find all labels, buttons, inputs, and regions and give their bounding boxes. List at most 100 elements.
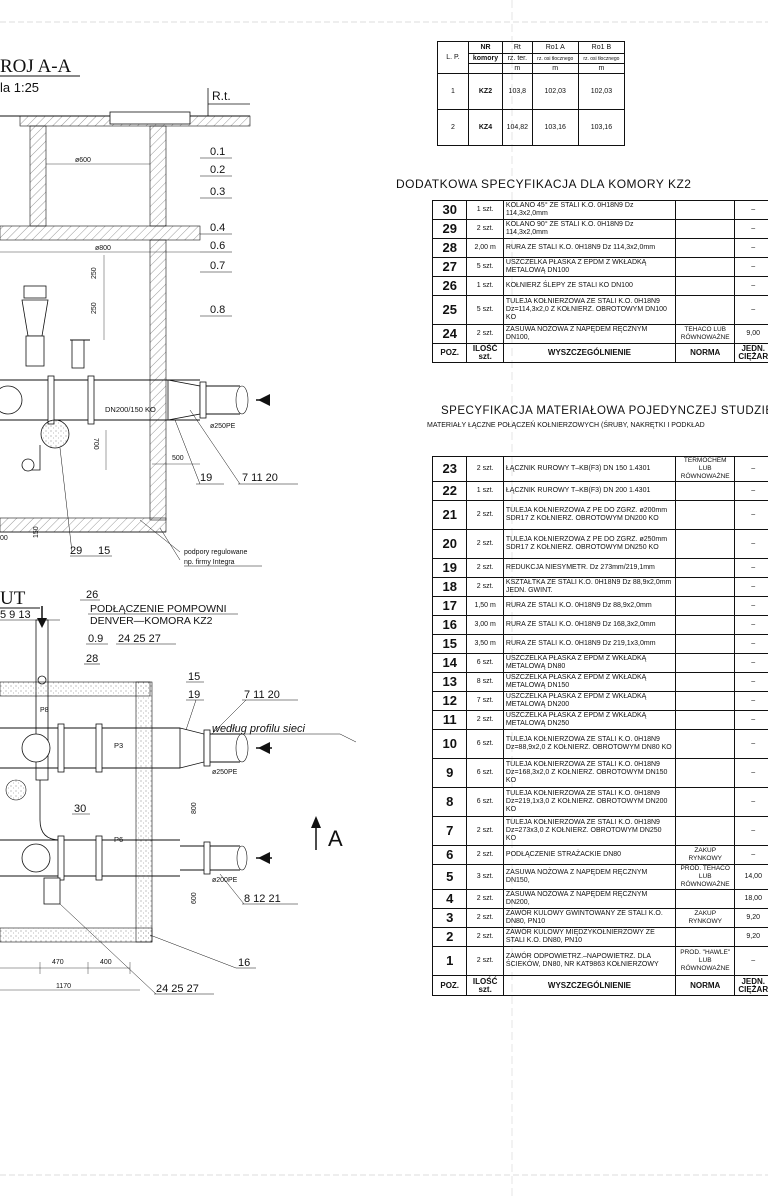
- spec-cell-desc: ZASUWA NOŻOWA Z NAPĘDEM RĘCZNYM DN100,: [502, 324, 677, 344]
- callout-26: 26: [86, 589, 98, 601]
- spec-cell-qty: 2 szt.: [466, 558, 504, 578]
- spec-cell-wt: –: [734, 257, 768, 277]
- spec-cell-desc: TULEJA KOŁNIERZOWA ZE STALI K.O. 0H18N9 …: [502, 787, 677, 817]
- level-0-3: 0.3: [210, 186, 225, 198]
- spec-cell-qty: 8 szt.: [466, 672, 504, 692]
- spec-cell-pos: 9: [431, 758, 468, 788]
- callout-15-plan: 15: [188, 671, 200, 683]
- spec-footer-pos: POZ.: [431, 343, 468, 363]
- rt-cell: 104,82: [502, 109, 533, 146]
- spec-cell-desc: TULEJA KOŁNIERZOWA ZE STALI K.O. 0H18N9 …: [502, 758, 677, 788]
- spec-footer-desc: WYSZCZEGÓLNIENIE: [502, 975, 677, 996]
- pump-connection-label2: DENVER—KOMORA KZ2: [90, 615, 213, 627]
- callout-16: 16: [238, 957, 250, 969]
- callout-29: 29: [70, 545, 82, 557]
- spec-cell-norm: [674, 758, 736, 788]
- spec-cell-qty: 6 szt.: [466, 653, 504, 673]
- roa-header: Ro1 A: [531, 41, 579, 54]
- spec-cell-desc: USZCZELKA PŁASKA Z EPDM Z WKŁADKĄ METALO…: [502, 653, 677, 673]
- spec-cell-wt: –: [734, 787, 768, 817]
- spec-footer-qty: ILOŚĆ szt.: [466, 975, 504, 996]
- level-0-7: 0.7: [210, 260, 225, 272]
- spec-cell-qty: 1 szt.: [466, 200, 504, 220]
- rob-cell: 103,16: [577, 109, 626, 146]
- p3-label: P3: [114, 741, 123, 750]
- spec-cell-desc: REDUKCJA NIESYMETR. Dz 273mm/219,1mm: [502, 558, 677, 578]
- dim-150: 150: [33, 526, 40, 538]
- rob-header: Ro1 B: [577, 41, 626, 54]
- chamber-levels-table: L. P. NR Rt Ro1 A Ro1 B komory rz. ter. …: [437, 41, 626, 146]
- spec-cell-norm: [674, 295, 736, 325]
- spec-cell-desc: USZCZELKA PŁASKA Z EPDM Z WKŁADKĄ METALO…: [502, 710, 677, 730]
- spec-cell-qty: 6 szt.: [466, 729, 504, 759]
- spec-cell-desc: PODŁĄCZENIE STRAŻACKIE DN80: [502, 845, 677, 865]
- dim-1170: 1170: [56, 983, 71, 990]
- dim-250a: 250: [91, 267, 98, 279]
- nr-header: NR: [468, 41, 503, 54]
- spec-cell-pos: 6: [431, 845, 468, 865]
- spec-cell-wt: –: [734, 577, 768, 597]
- spec-cell-qty: 6 szt.: [466, 758, 504, 788]
- level-0-2: 0.2: [210, 164, 225, 176]
- spec-cell-pos: 1: [431, 946, 468, 976]
- callout-8-12-21: 8 12 21: [244, 893, 281, 905]
- spec-cell-pos: 19: [431, 558, 468, 578]
- rt-header2: rz. ter.: [502, 53, 533, 64]
- spec-cell-pos: 5: [431, 864, 468, 890]
- spec-cell-desc: RURA ZE STALI K.O. 0H18N9 Dz 88,9x2,0mm: [502, 596, 677, 616]
- pe250-label-plan: ø250PE: [212, 769, 238, 776]
- spec-cell-pos: 26: [431, 276, 468, 296]
- callout-28: 28: [86, 653, 98, 665]
- spec-cell-qty: 6 szt.: [466, 787, 504, 817]
- spec-footer-norm: NORMA: [674, 975, 736, 996]
- rt-header: Rt: [502, 41, 533, 54]
- spec-cell-norm: PROD. "HAWLE" LUB RÓWNOWAŻNE: [674, 946, 736, 976]
- spec-cell-pos: 17: [431, 596, 468, 616]
- callout-5-9-13: 5 9 13: [0, 609, 31, 621]
- supports-note: podpory regulowane: [184, 549, 248, 556]
- spec-cell-pos: 8: [431, 787, 468, 817]
- level-0-1: 0.1: [210, 146, 225, 158]
- spec-cell-desc: USZCZELKA PŁASKA Z EPDM Z WKŁADKĄ METALO…: [502, 672, 677, 692]
- spec-cell-wt: –: [734, 710, 768, 730]
- spec-cell-wt: –: [734, 481, 768, 501]
- spec-cell-wt: –: [734, 219, 768, 239]
- pe200-label: ø200PE: [212, 877, 238, 884]
- spec-cell-qty: 3 szt.: [466, 864, 504, 890]
- spec-cell-desc: USZCZELKA PŁASKA Z EPDM Z WKŁADKĄ METALO…: [502, 691, 677, 711]
- callout-24-25-27-plan: 24 25 27: [156, 983, 199, 995]
- spec-cell-wt: 14,00: [734, 864, 768, 890]
- spec-cell-norm: [674, 710, 736, 730]
- spec-cell-pos: 13: [431, 672, 468, 692]
- spec-cell-norm: [674, 634, 736, 654]
- spec-cell-norm: [674, 577, 736, 597]
- spec-cell-desc: ZASUWA NOŻOWA Z NAPĘDEM RĘCZNYM DN150,: [502, 864, 677, 890]
- callout-24-25-27: 24 25 27: [118, 633, 161, 645]
- unit-m: m: [531, 63, 579, 74]
- spec-cell-wt: –: [734, 200, 768, 220]
- spec-cell-desc: KOŁNIERZ ŚLEPY ZE STALI KO DN100: [502, 276, 677, 296]
- callout-0-9: 0.9: [88, 633, 103, 645]
- spec-cell-qty: 1 szt.: [466, 481, 504, 501]
- p6-label: P6: [114, 835, 123, 844]
- pump-connection-label: PODŁĄCZENIE POMPOWNI: [90, 603, 227, 615]
- spec-cell-desc: ŁĄCZNIK RUROWY T–KB(F3) DN 150 1.4301: [502, 456, 677, 482]
- spec-cell-desc: KOLANO 45° ZE STALI K.O. 0H18N9 Dz 114,3…: [502, 200, 677, 220]
- spec-cell-pos: 2: [431, 927, 468, 947]
- spec-cell-qty: 1,50 m: [466, 596, 504, 616]
- lp-cell: 1: [437, 73, 469, 110]
- spec-footer-wt: JEDN. CIĘŻAR: [734, 975, 768, 996]
- dim-d800: ø800: [95, 245, 111, 252]
- spec-cell-qty: 2 szt.: [466, 710, 504, 730]
- spec-cell-wt: –: [734, 529, 768, 559]
